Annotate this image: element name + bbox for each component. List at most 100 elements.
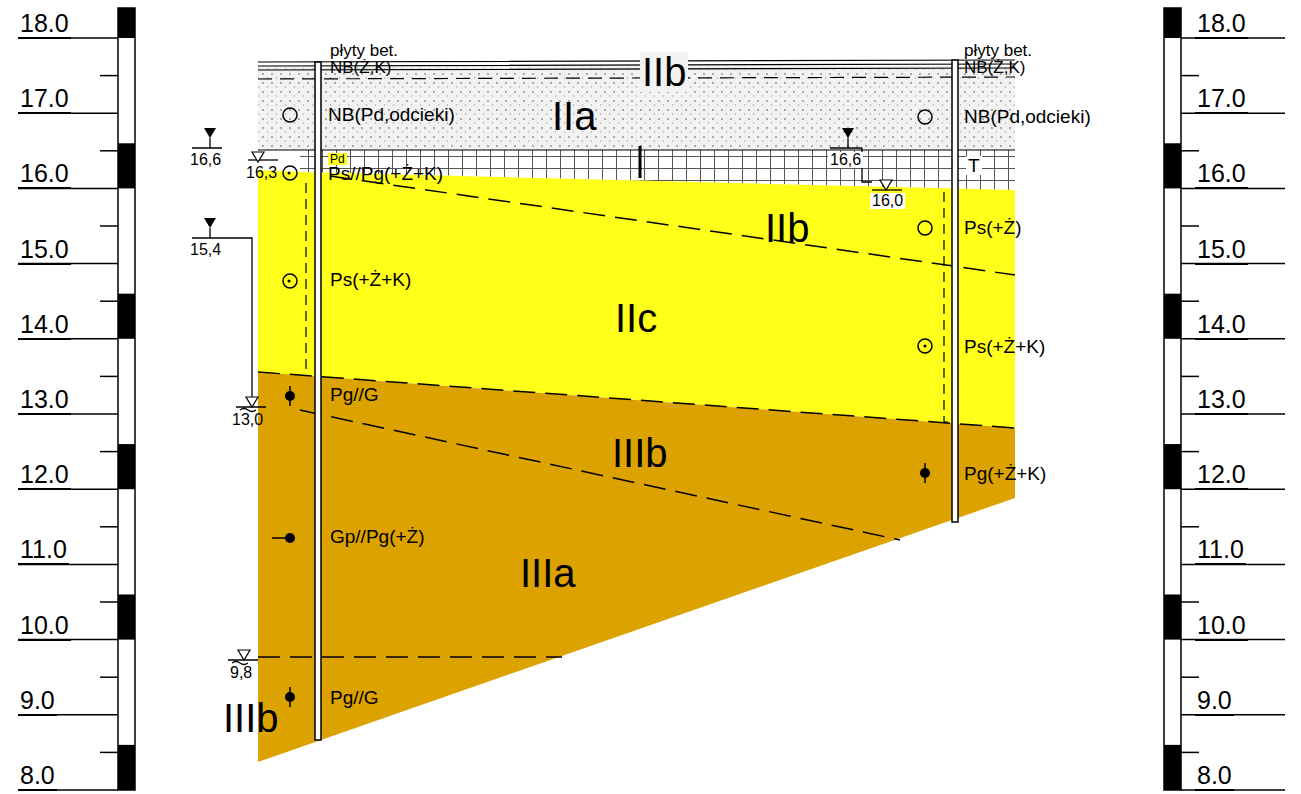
water-triangle (238, 152, 892, 660)
layer-boundary (258, 149, 1015, 150)
scale-segment (118, 745, 135, 790)
borehole (952, 60, 958, 522)
water-level (192, 138, 902, 665)
elevation-label: 14.0 (18, 312, 71, 340)
soil-label: 13,0 (232, 412, 263, 428)
elevation-label: 14.0 (1195, 312, 1248, 340)
soil-label: Pg//G (330, 688, 379, 707)
layer-number: IIa (552, 96, 596, 136)
clay-layer (258, 372, 1015, 762)
soil-label: Gp//Pg(+Ż) (330, 527, 425, 546)
layer-number: IIb (765, 208, 809, 248)
scale-segment (1181, 150, 1199, 152)
borehole (315, 62, 321, 740)
scale-segment (100, 150, 118, 152)
layer-number: IIIa (520, 553, 576, 593)
sand-layer (258, 170, 1015, 428)
elevation-label: 12.0 (18, 462, 71, 490)
soil-label: 9,8 (230, 665, 252, 681)
elevation-label: 18.0 (18, 11, 71, 39)
scale-segment (1181, 752, 1199, 754)
elevation-label: 13.0 (1195, 387, 1248, 415)
soil-label: 16,6 (828, 152, 863, 168)
elevation-label: 16.0 (18, 161, 71, 189)
scale-segment (100, 752, 118, 754)
elevation-label: 10.0 (18, 613, 71, 641)
soil-label: T (966, 156, 982, 175)
layer-number: IIIb (612, 433, 668, 473)
sample-zone (306, 183, 955, 422)
scale-segment (1181, 225, 1199, 227)
elevation-label: 16.0 (1195, 161, 1248, 189)
layer-boundary (258, 176, 1015, 657)
scale-segment (118, 8, 135, 790)
elevation-label: 9.0 (18, 688, 57, 716)
scale-segment (100, 676, 118, 678)
soil-label: płyty bet. (964, 42, 1032, 59)
elevation-label: 18.0 (1195, 11, 1248, 39)
soil-label: 16,3 (246, 165, 277, 181)
soil-label: Ps(+Ż+K) (330, 270, 411, 289)
scale-segment (100, 451, 118, 453)
scale-segment (1164, 594, 1181, 639)
elevation-label: 13.0 (18, 387, 71, 415)
scale-segment (1181, 300, 1199, 302)
soil-label: NB(Pd,odcieki) (964, 107, 1091, 126)
scale-segment (1164, 745, 1181, 790)
soil-label: 16,6 (190, 152, 221, 168)
elevation-label: 11.0 (18, 537, 69, 565)
scale-segment (1181, 601, 1199, 603)
soil-label: NB(Ż,K) (330, 59, 391, 76)
scale-segment (100, 376, 118, 378)
soil-label: Ps(+Ż+K) (964, 337, 1045, 356)
layer-number: IIb (640, 52, 688, 92)
scale-segment (1181, 376, 1199, 378)
fill-layer (258, 66, 1015, 150)
scale-segment (118, 143, 135, 188)
scale-segment (118, 594, 135, 639)
elevation-label: 8.0 (18, 763, 57, 791)
scale-segment (1181, 451, 1199, 453)
scale-bar (18, 8, 1285, 790)
soil-label: Ps(+Ż) (964, 218, 1022, 237)
scale-segment (100, 526, 118, 528)
scale-segment (1181, 526, 1199, 528)
scale-segment (118, 444, 135, 489)
scale-segment (1164, 8, 1181, 790)
soil-label: NB(Pd,odcieki) (328, 105, 455, 124)
scale-segment (100, 75, 118, 77)
scale-segment (118, 8, 135, 38)
layer-boundary (639, 146, 642, 178)
scale-segment (1181, 75, 1199, 77)
elevation-label: 17.0 (1195, 86, 1248, 114)
soil-label: 16,0 (870, 193, 905, 209)
water-triangle (204, 128, 854, 228)
layer-boundary (258, 77, 1015, 79)
sample-symbol (283, 108, 932, 353)
scale-segment (100, 300, 118, 302)
soil-label: NB(Ż,K) (964, 59, 1025, 76)
elevation-label: 17.0 (18, 86, 71, 114)
scale-segment (1164, 8, 1181, 38)
elevation-label: 12.0 (1195, 462, 1248, 490)
elevation-label: 11.0 (1195, 537, 1246, 565)
soil-label: 15,4 (190, 242, 221, 258)
scale-segment (118, 294, 135, 339)
sample-tick (272, 386, 925, 707)
elevation-label: 10.0 (1195, 613, 1248, 641)
soil-label: Pg//G (330, 385, 379, 404)
scale-segment (100, 225, 118, 227)
scale-segment (100, 601, 118, 603)
elevation-label: 9.0 (1195, 688, 1234, 716)
scale-segment (1164, 143, 1181, 188)
layer-number: IIc (615, 298, 657, 338)
soil-label: płyty bet. (330, 42, 398, 59)
soil-label: Ps//Pg(+Ż+K) (328, 164, 443, 183)
soil-label: Pg(+Ż+K) (964, 464, 1046, 483)
elevation-label: 15.0 (1195, 237, 1248, 265)
scale-segment (1164, 444, 1181, 489)
scale-segment (1164, 294, 1181, 339)
elevation-label: 8.0 (1195, 763, 1234, 791)
scale-segment (1181, 676, 1199, 678)
